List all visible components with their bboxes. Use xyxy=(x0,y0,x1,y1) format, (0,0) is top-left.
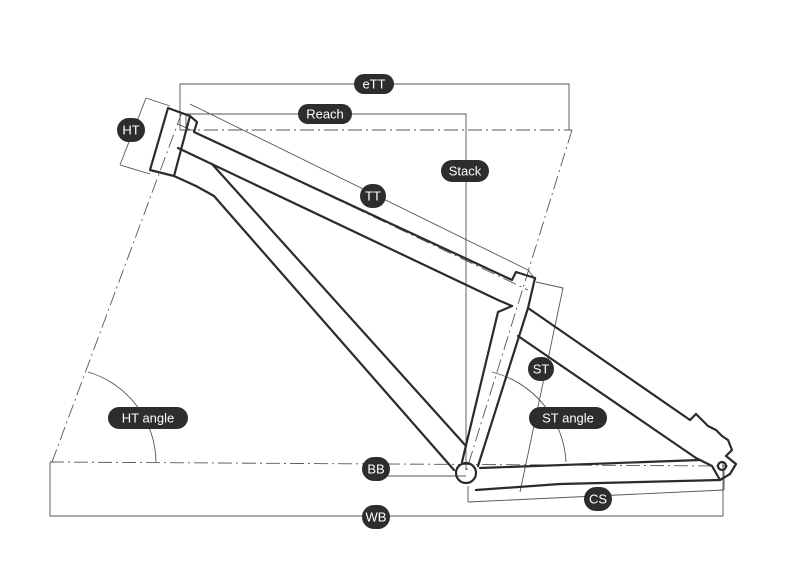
ht-axis-line xyxy=(51,111,183,463)
label-reach: Reach xyxy=(298,104,352,124)
down-tube-inner xyxy=(210,162,468,448)
seat-tube-right xyxy=(476,276,537,468)
label-cs-text: CS xyxy=(589,492,607,507)
label-ht-text: HT xyxy=(122,123,139,138)
seat-stay-upper xyxy=(526,306,692,422)
label-stack-text: Stack xyxy=(449,164,482,179)
label-ht-angle: HT angle xyxy=(108,407,188,429)
rear-axle xyxy=(716,460,728,472)
label-bb-text: BB xyxy=(367,462,384,477)
down-tube-outer xyxy=(172,174,456,472)
label-wb: WB xyxy=(362,505,390,529)
axle-line xyxy=(49,461,729,467)
chain-stay-lower xyxy=(474,478,722,492)
label-st-angle: ST angle xyxy=(529,407,607,429)
label-stack: Stack xyxy=(441,160,489,182)
label-wb-text: WB xyxy=(366,510,387,525)
label-ht: HT xyxy=(117,118,145,142)
seat-tube-left xyxy=(460,304,514,464)
label-ht-angle-text: HT angle xyxy=(122,411,175,426)
tt-dimension xyxy=(189,103,529,271)
seat-stay-lower xyxy=(516,334,698,460)
label-reach-text: Reach xyxy=(306,107,344,122)
label-st: ST xyxy=(528,357,554,381)
label-bb: BB xyxy=(362,457,390,481)
label-st-text: ST xyxy=(533,362,550,377)
top-tube-upper xyxy=(188,114,537,282)
bike-frame xyxy=(148,106,738,492)
label-tt-text: TT xyxy=(365,189,381,204)
chain-stay-upper xyxy=(478,458,702,470)
bottom-bracket xyxy=(454,461,478,485)
dimension-lines xyxy=(49,83,729,517)
label-st-angle-text: ST angle xyxy=(542,411,594,426)
label-cs: CS xyxy=(584,487,612,511)
label-ett-text: eTT xyxy=(362,77,385,92)
label-ett: eTT xyxy=(354,74,394,94)
label-tt: TT xyxy=(360,184,386,208)
rear-dropout xyxy=(688,412,738,482)
top-tube-lower xyxy=(176,146,514,308)
st-axis-line xyxy=(465,129,573,473)
head-tube xyxy=(148,106,192,178)
ht-angle-arc xyxy=(87,371,157,463)
